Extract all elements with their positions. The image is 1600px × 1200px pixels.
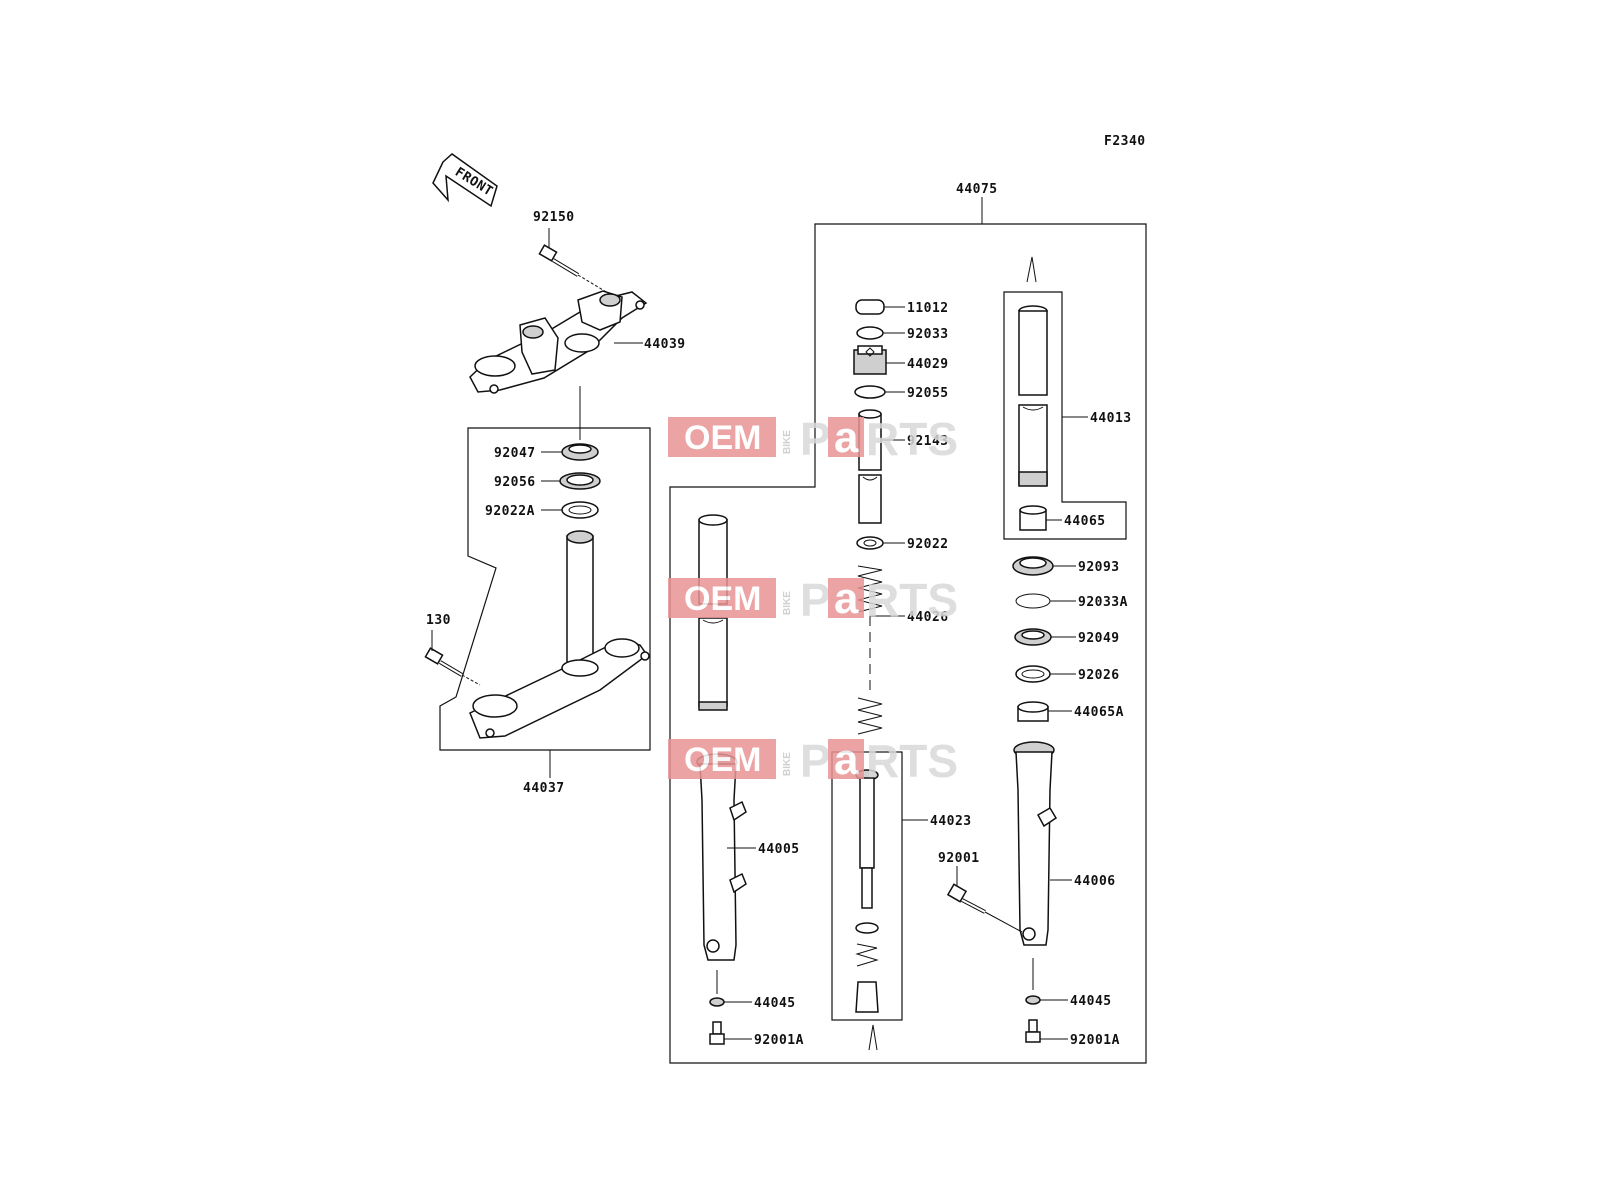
svg-text:P: P [800,735,831,787]
label-92001A-left: 92001A [754,1033,804,1048]
nut-92047 [561,443,599,461]
label-44037: 44037 [523,781,565,796]
label-44075: 44075 [956,182,998,197]
svg-text:a: a [834,735,859,784]
inner-tube-44013 [1018,305,1048,487]
svg-text:a: a [834,574,859,623]
upper-bracket-44039 [469,290,648,394]
bolt-92001 [946,866,1023,933]
washer-92026 [1015,665,1051,683]
cartridge-box [831,751,903,1021]
label-44013: 44013 [1090,411,1132,426]
label-92001A-right: 92001A [1070,1033,1120,1048]
inner-tube-box [1003,291,1127,540]
label-44045-right: 44045 [1070,994,1112,1009]
label-92093: 92093 [1078,560,1120,575]
washer-92022 [856,536,884,550]
label-92001: 92001 [938,851,980,866]
front-arrow-icon: FRONT [432,153,498,208]
outer-tube-44006 [1013,741,1058,946]
cylinder-44023 [855,769,879,1013]
stem-group-frame [439,427,651,751]
stem-lower-bracket-44037 [469,530,650,739]
label-44006: 44006 [1074,874,1116,889]
label-92047: 92047 [494,446,536,461]
bolt-92001A-right [1025,1019,1041,1043]
svg-text:RTS: RTS [866,574,958,626]
washer-92056 [559,472,601,490]
label-92143: 92143 [907,434,949,449]
oring-92055 [854,385,886,399]
svg-text:a: a [834,413,859,462]
label-44045-left: 44045 [754,996,796,1011]
gasket-44045-left [709,997,725,1007]
svg-text:BIKE: BIKE [782,752,793,776]
dust-seal-92093 [1012,556,1054,576]
bolt-44029 [853,345,887,375]
label-92150: 92150 [533,210,575,225]
label-44029: 44029 [907,357,949,372]
svg-text:RTS: RTS [866,413,958,465]
watermark-logo: OEM BIKE P a RTS [668,413,958,465]
fork-assembly-frame [669,223,1147,1064]
svg-text:P: P [800,574,831,626]
svg-text:BIKE: BIKE [782,591,793,615]
label-44005: 44005 [758,842,800,857]
label-92056: 92056 [494,475,536,490]
bolt-130 [424,630,481,686]
bolt-92150 [538,228,609,294]
svg-text:OEM: OEM [684,419,761,457]
cap-11012 [855,299,885,315]
label-92026: 92026 [1078,668,1120,683]
bushing-44065A [1017,701,1049,722]
break-mark-top [1026,256,1037,283]
label-44023: 44023 [930,814,972,829]
washer-92022A [561,501,599,519]
bolt-92001A-left [709,1021,725,1045]
label-92033: 92033 [907,327,949,342]
spacer-92143 [858,409,882,524]
figure-code: F2340 [1104,134,1146,149]
bushing-44065 [1019,505,1047,531]
outer-tube-44005 [696,753,747,961]
label-92022: 92022 [907,537,949,552]
label-92033A: 92033A [1078,595,1128,610]
label-44026: 44026 [907,610,949,625]
watermark-logo: OEM BIKE P a RTS [668,735,958,787]
svg-text:RTS: RTS [866,735,958,787]
oil-seal-92049 [1014,628,1052,646]
label-44065A: 44065A [1074,705,1124,720]
gasket-44045-right [1025,995,1041,1005]
watermark-logo: OEM BIKE P a RTS [668,574,958,626]
label-11012: 11012 [907,301,949,316]
oring-92033 [856,326,884,340]
ring-92033A [1015,593,1051,609]
break-mark-bottom [868,1024,878,1051]
svg-text:OEM: OEM [684,580,761,618]
label-130: 130 [426,613,451,628]
label-92022A: 92022A [485,504,535,519]
label-44065: 44065 [1064,514,1106,529]
leader-lines [541,306,1088,1040]
label-44039: 44039 [644,337,686,352]
svg-text:BIKE: BIKE [782,430,793,454]
label-92049: 92049 [1078,631,1120,646]
label-92055: 92055 [907,386,949,401]
svg-text:OEM: OEM [684,741,761,779]
svg-text:P: P [800,413,831,465]
